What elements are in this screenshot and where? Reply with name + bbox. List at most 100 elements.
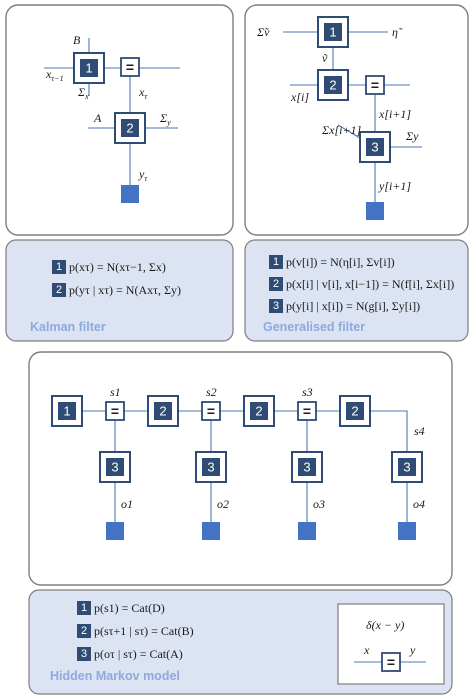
generalised-factor-2 (317, 69, 349, 101)
generalised-factor-1-number: 1 (329, 25, 336, 40)
generalised-factor-2-core (324, 76, 342, 94)
label-y-tau: yτ (138, 167, 148, 183)
generalised-factor-3-number: 3 (371, 140, 378, 155)
delta-function: δ(x − y) (366, 618, 404, 632)
hmm-eq3-number: 3 (81, 648, 87, 660)
hmm-eq3-chip (77, 647, 91, 661)
kalman-factor-1-number: 1 (85, 61, 92, 76)
label-x-i: x[i] (290, 90, 309, 104)
hmm-observation-2 (202, 522, 220, 540)
hmm-eq1-chip (77, 601, 91, 615)
hmm-factor-3c-number: 3 (303, 460, 310, 475)
kalman-eq2-chip (52, 283, 66, 297)
delta-label-x: x (363, 643, 370, 657)
kalman-eq1-number: 1 (56, 261, 62, 273)
label-s3: s3 (302, 385, 313, 399)
hmm-factor-3d-number: 3 (403, 460, 410, 475)
hmm-equality-node-2 (201, 401, 221, 421)
label-o2: o2 (217, 497, 229, 511)
hmm-factor-2c-number: 2 (351, 404, 358, 419)
hmm-equality-node-3 (297, 401, 317, 421)
generalised-eq1: p(v[i]) = N(η[i], Σv[i]) (286, 255, 395, 269)
kalman-eq1-chip (52, 260, 66, 274)
generalised-eq3: p(y[i] | x[i]) = N(g[i], Σy[i]) (286, 299, 420, 313)
hmm-eq2: p(sτ+1 | sτ) = Cat(B) (94, 624, 194, 638)
kalman-eq2-number: 2 (56, 284, 62, 296)
hmm-observation-4 (398, 522, 416, 540)
delta-inset-panel (337, 603, 445, 685)
hmm-factor-2a-number: 2 (159, 404, 166, 419)
hmm-graph: 1 = = = 2 2 2 3 3 3 3 (51, 385, 425, 540)
kalman-factor-2-core (121, 119, 139, 137)
hmm-observation-3 (298, 522, 316, 540)
kalman-equality-sign: = (126, 59, 134, 75)
label-o3: o3 (313, 497, 325, 511)
kalman-graph: 1 = 2 B xτ−1 Σx xτ A Σy yτ (44, 33, 180, 203)
hmm-diagram-panel (28, 351, 453, 586)
kalman-factor-2-number: 2 (126, 121, 133, 136)
kalman-title: Kalman filter (30, 320, 106, 334)
generalised-eq3-number: 3 (273, 300, 279, 312)
hmm-factor-3b (195, 451, 227, 483)
label-s1: s1 (110, 385, 121, 399)
hmm-equality-sign-1: = (111, 403, 119, 419)
generalised-observation-node (366, 202, 384, 220)
label-s2: s2 (206, 385, 217, 399)
delta-equality-node (381, 652, 401, 672)
hmm-equality-sign-2: = (207, 403, 215, 419)
hmm-factor-2b-core (250, 402, 268, 420)
label-o4: o4 (413, 497, 425, 511)
label-o1: o1 (121, 497, 133, 511)
generalised-diagram-panel (244, 4, 469, 236)
hmm-factor-3a-number: 3 (111, 460, 118, 475)
label-s4: s4 (414, 424, 425, 438)
generalised-eq1-number: 1 (273, 256, 279, 268)
hmm-factor-2b-number: 2 (255, 404, 262, 419)
generalised-eq3-chip (269, 299, 283, 313)
hmm-equality-node-1 (105, 401, 125, 421)
hmm-factor-3d-core (398, 458, 416, 476)
hmm-title: Hidden Markov model (50, 669, 180, 683)
label-sigma-y-g: Σy (405, 129, 419, 143)
generalised-title: Generalised filter (263, 320, 365, 334)
label-x-tau: xτ (138, 85, 148, 101)
generalised-factor-3-core (366, 138, 384, 156)
generalised-equality-sign: = (371, 77, 379, 93)
generalised-factor-2-number: 2 (329, 78, 336, 93)
label-sigma-x-g: Σx[i+1] (321, 123, 362, 137)
hmm-factor-3b-number: 3 (207, 460, 214, 475)
label-x-i1: x[i+1] (378, 107, 411, 121)
label-a: A (93, 111, 102, 125)
hmm-observation-1 (106, 522, 124, 540)
hmm-factor-3b-core (202, 458, 220, 476)
hmm-factor-1-number: 1 (63, 404, 70, 419)
delta-equality-sign: = (387, 654, 395, 670)
kalman-factor-1-core (80, 59, 98, 77)
hmm-eq2-number: 2 (81, 625, 87, 637)
hmm-factor-1-core (58, 402, 76, 420)
kalman-eq2: p(yτ | xτ) = N(Axτ, Σy) (69, 283, 181, 297)
hmm-eq2-chip (77, 624, 91, 638)
generalised-graph: 1 2 = 3 Σ̃v η̃ ṽ x[i] x[i+1] Σx[i+1] Σy … (256, 16, 422, 220)
kalman-factor-1 (73, 52, 105, 84)
generalised-equation-panel (244, 239, 469, 342)
hmm-factor-3c-core (298, 458, 316, 476)
label-sigma-x: Σx (77, 85, 89, 101)
delta-label-y: y (409, 643, 416, 657)
label-sigma-y: Σy (159, 111, 171, 127)
hmm-factor-3a-core (106, 458, 124, 476)
kalman-eq1: p(xτ) = N(xτ−1, Σx) (69, 260, 166, 274)
label-sigma-v: Σ̃v (256, 25, 270, 39)
label-v: ṽ (322, 51, 328, 65)
kalman-observation-node (121, 185, 139, 203)
hmm-factor-2b (243, 395, 275, 427)
hmm-eq1: p(s1) = Cat(D) (94, 601, 165, 615)
kalman-equality-node (120, 57, 140, 77)
label-x-prev: xτ−1 (45, 67, 64, 83)
generalised-factor-1-core (324, 23, 342, 41)
hmm-factor-2c-core (346, 402, 364, 420)
label-b: B (73, 33, 81, 47)
generalised-eq2-chip (269, 277, 283, 291)
generalised-equality-node (365, 75, 385, 95)
